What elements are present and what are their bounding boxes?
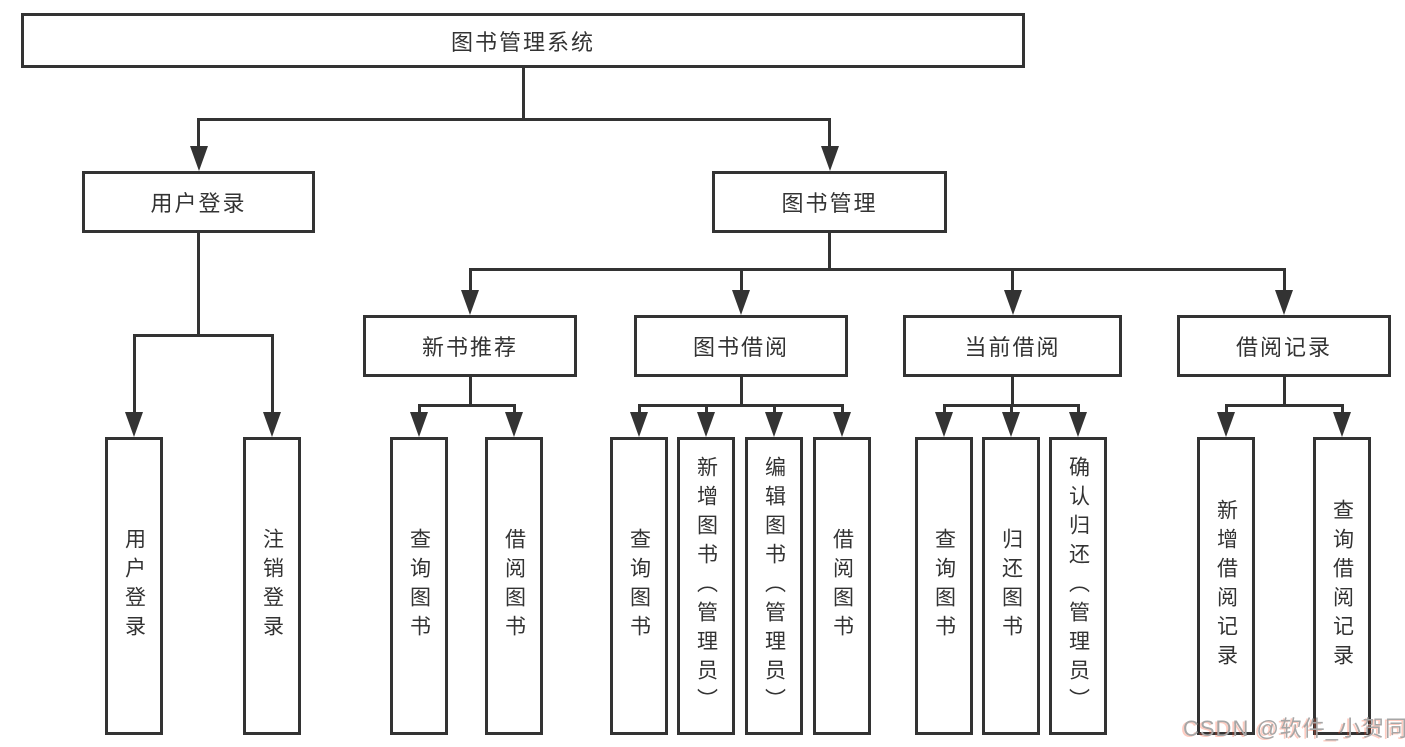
arrow-down-icon-current-borrow (1003, 290, 1022, 315)
node-label-br-add-record: 新增借阅记录 (1214, 499, 1238, 673)
connector-drop-cb-query-book (942, 405, 946, 413)
connector-drop-book-mgmt (828, 119, 831, 147)
connector-stem-book-borrow (739, 376, 743, 407)
connector-drop-br-add-record (1224, 405, 1228, 413)
connector-drop-book-borrow (739, 269, 743, 291)
node-user-login-action: 用户登录 (105, 437, 163, 735)
connector-bar-root (197, 117, 831, 121)
connector-bar-book-borrow (637, 403, 844, 407)
arrow-down-icon-rec-borrow-book (505, 412, 523, 437)
node-label-new-book-rec: 新书推荐 (421, 335, 518, 360)
node-label-cb-confirm-return: 确认归还（管理员） (1066, 455, 1090, 717)
connector-bar-book-mgmt (468, 267, 1286, 271)
arrow-down-icon-book-mgmt (820, 146, 839, 171)
arrow-down-icon-br-query-record (1333, 412, 1351, 437)
arrow-down-icon-bb-query-book (630, 412, 648, 437)
node-label-rec-borrow-book: 借阅图书 (502, 528, 526, 644)
arrow-down-icon-new-book-rec (461, 290, 479, 315)
connector-stem-book-mgmt (828, 232, 831, 271)
node-borrow-records: 借阅记录 (1177, 315, 1391, 377)
node-bb-query-book: 查询图书 (610, 437, 668, 735)
connector-bar-user-login (132, 333, 274, 337)
arrow-down-icon-logout-action (263, 412, 281, 437)
connector-drop-bb-add-book (704, 405, 708, 413)
connector-stem-new-book-rec (468, 376, 472, 407)
node-bb-edit-book: 编辑图书（管理员） (745, 437, 803, 735)
arrow-down-icon-book-borrow (732, 290, 750, 315)
node-label-root: 图书管理系统 (450, 29, 595, 55)
node-current-borrow: 当前借阅 (903, 315, 1122, 377)
connector-drop-borrow-records (1282, 269, 1286, 291)
node-book-borrow: 图书借阅 (634, 315, 848, 377)
node-label-bb-edit-book: 编辑图书（管理员） (762, 455, 786, 717)
node-book-mgmt: 图书管理 (712, 171, 947, 233)
node-br-add-record: 新增借阅记录 (1197, 437, 1255, 735)
node-label-cb-query-book: 查询图书 (932, 528, 956, 644)
node-user-login: 用户登录 (82, 171, 315, 233)
node-cb-confirm-return: 确认归还（管理员） (1049, 437, 1107, 735)
node-label-bb-add-book: 新增图书（管理员） (694, 455, 718, 717)
node-label-br-query-record: 查询借阅记录 (1330, 499, 1354, 673)
connector-bar-borrow-records (1224, 403, 1344, 407)
connector-drop-new-book-rec (468, 269, 472, 291)
node-label-current-borrow: 当前借阅 (964, 335, 1061, 360)
connector-drop-br-query-record (1340, 405, 1344, 413)
arrow-down-icon-bb-add-book (697, 412, 715, 437)
connector-drop-bb-edit-book (772, 405, 776, 413)
connector-stem-borrow-records (1282, 376, 1286, 407)
connector-bar-new-book-rec (417, 403, 516, 407)
connector-stem-root (521, 67, 525, 121)
csdn-watermark: CSDN @软件_小贺同学 (1183, 716, 1405, 741)
arrow-down-icon-bb-borrow-book (833, 412, 851, 437)
node-label-user-login: 用户登录 (150, 191, 247, 216)
node-label-book-borrow: 图书借阅 (692, 335, 789, 360)
arrow-down-icon-rec-query-book (410, 412, 428, 437)
connector-stem-user-login (197, 232, 200, 337)
connector-stem-current-borrow (1011, 376, 1014, 407)
connector-drop-rec-borrow-book (512, 405, 516, 413)
connector-drop-user-login (197, 119, 200, 147)
node-bb-add-book: 新增图书（管理员） (677, 437, 735, 735)
connector-drop-cb-return-book (1009, 405, 1013, 413)
connector-drop-bb-query-book (637, 405, 641, 413)
arrow-down-icon-cb-return-book (1002, 412, 1020, 437)
node-rec-borrow-book: 借阅图书 (485, 437, 543, 735)
node-new-book-rec: 新书推荐 (363, 315, 577, 377)
arrow-down-icon-cb-query-book (935, 412, 953, 437)
node-label-rec-query-book: 查询图书 (407, 528, 431, 644)
arrow-down-icon-borrow-records (1275, 290, 1293, 315)
connector-drop-user-login-action (132, 335, 136, 413)
node-logout-action: 注销登录 (243, 437, 301, 735)
node-label-logout-action: 注销登录 (260, 528, 284, 644)
connector-drop-logout-action (270, 335, 274, 413)
arrow-down-icon-bb-edit-book (765, 412, 783, 437)
node-cb-query-book: 查询图书 (915, 437, 973, 735)
arrow-down-icon-user-login-action (125, 412, 143, 437)
connector-drop-cb-confirm-return (1076, 405, 1080, 413)
node-label-cb-return-book: 归还图书 (999, 528, 1023, 644)
arrow-down-icon-user-login (189, 146, 208, 171)
connector-drop-current-borrow (1011, 269, 1014, 291)
node-rec-query-book: 查询图书 (390, 437, 448, 735)
node-label-book-mgmt: 图书管理 (781, 191, 878, 216)
node-cb-return-book: 归还图书 (982, 437, 1040, 735)
node-label-bb-query-book: 查询图书 (627, 528, 651, 644)
node-label-bb-borrow-book: 借阅图书 (830, 528, 854, 644)
arrow-down-icon-br-add-record (1217, 412, 1235, 437)
node-br-query-record: 查询借阅记录 (1313, 437, 1371, 735)
node-root: 图书管理系统 (21, 13, 1025, 68)
node-label-borrow-records: 借阅记录 (1235, 335, 1332, 360)
connector-drop-rec-query-book (417, 405, 421, 413)
node-bb-borrow-book: 借阅图书 (813, 437, 871, 735)
connector-drop-bb-borrow-book (840, 405, 844, 413)
node-label-user-login-action: 用户登录 (122, 528, 146, 644)
arrow-down-icon-cb-confirm-return (1069, 412, 1087, 437)
